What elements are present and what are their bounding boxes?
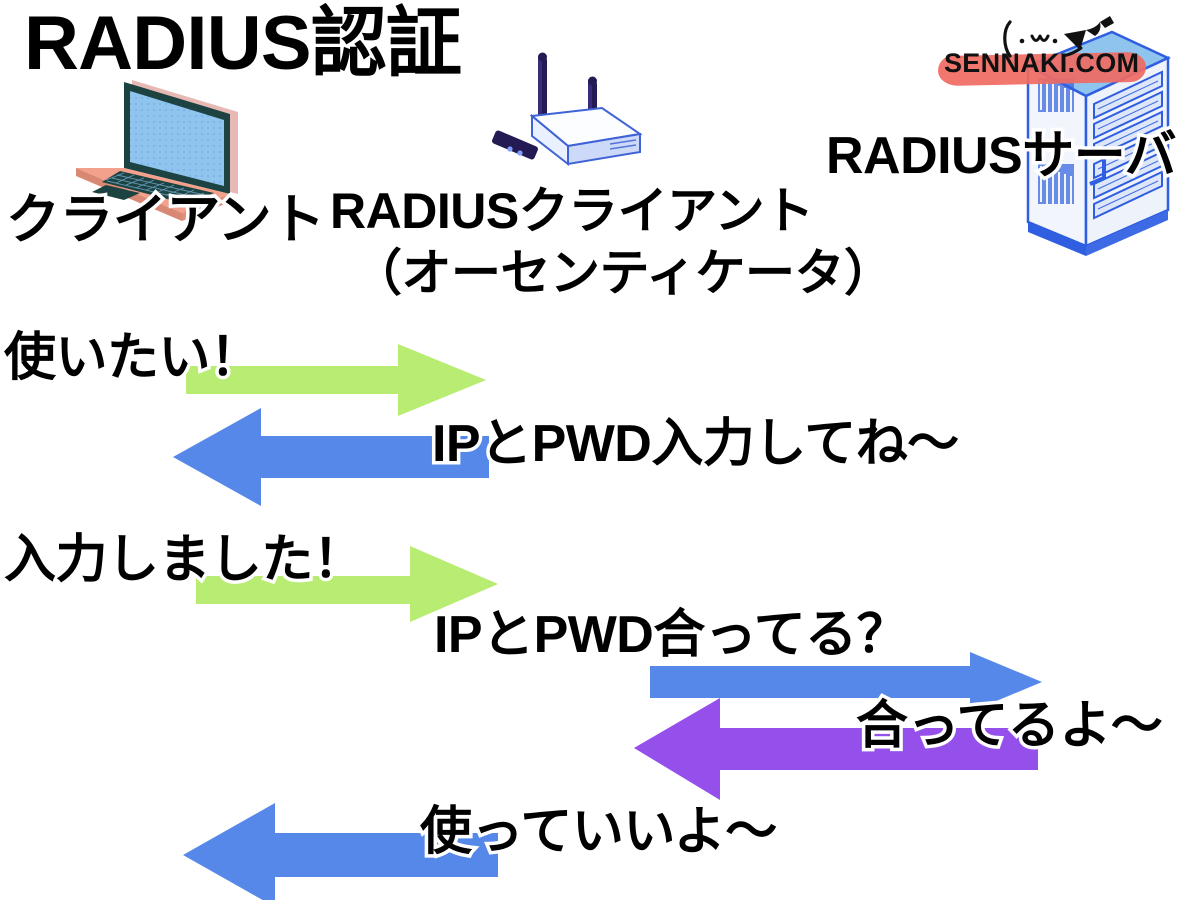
wifi-router-icon — [470, 48, 650, 188]
laptop-icon — [62, 72, 267, 222]
server-rack-icon — [1000, 14, 1180, 264]
watermark-text: SENNAKI.COM — [944, 48, 1140, 78]
arrow-message-3: 入力しました！ — [0, 531, 368, 590]
arrow-message-1: 使いたい！ — [0, 329, 265, 388]
node-label-radius-client-line2: （オーセンティケータ） — [349, 245, 898, 302]
arrow-message-4: IPとPWD合ってる？ — [430, 606, 912, 665]
arrow-left-purple-1 — [634, 698, 1038, 800]
node-label-radius-client-line1: RADIUSクライアント — [327, 183, 818, 240]
arrow-left-blue-3 — [183, 803, 498, 900]
rocket-brush-icon — [1003, 16, 1114, 58]
node-label-client: クライアント — [3, 190, 329, 251]
arrow-right-blue-2 — [650, 652, 1042, 712]
page-title: RADIUS認証 — [19, 1, 466, 86]
arrow-message-5: 合ってるよ～ — [852, 697, 1166, 756]
arrow-right-green-1 — [186, 344, 486, 416]
arrow-left-blue-1 — [173, 408, 489, 506]
watermark: SENNAKI.COM — [937, 14, 1158, 94]
arrow-right-green-2 — [196, 546, 498, 622]
arrow-message-2: IPとPWD入力してね～ — [429, 415, 963, 474]
node-label-radius-server: RADIUSサーバ — [822, 127, 1180, 186]
arrow-message-6: 使っていいよ～ — [417, 803, 781, 862]
